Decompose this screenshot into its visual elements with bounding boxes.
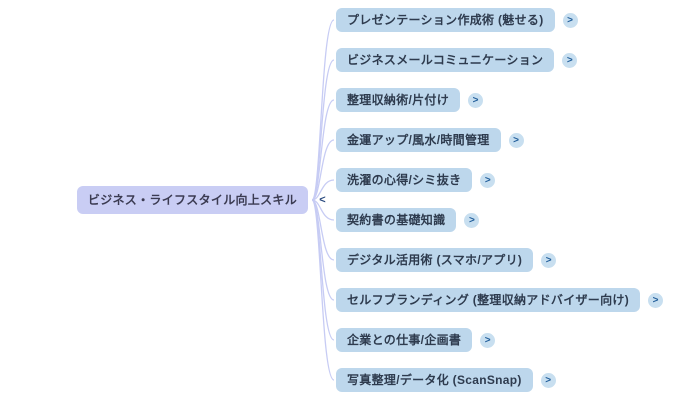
child-row: 企業との仕事/企画書 > xyxy=(336,328,496,352)
mindmap-child-node[interactable]: 金運アップ/風水/時間管理 xyxy=(336,128,501,152)
mindmap-child-node[interactable]: ビジネスメールコミュニケーション xyxy=(336,48,555,72)
mindmap-child-node[interactable]: 契約書の基礎知識 xyxy=(336,208,457,232)
link-curve xyxy=(311,59,335,201)
expand-toggle-icon[interactable]: > xyxy=(562,52,578,68)
link-curve xyxy=(311,199,335,381)
collapse-toggle-icon[interactable]: < xyxy=(319,194,326,206)
expand-toggle-icon[interactable]: > xyxy=(648,292,663,308)
link-curve xyxy=(311,199,335,301)
expand-toggle-icon[interactable]: > xyxy=(508,132,524,148)
child-row: デジタル活用術 (スマホ/アプリ) > xyxy=(336,248,557,272)
mindmap-child-node[interactable]: セルフブランディング (整理収納アドバイザー向け) xyxy=(336,288,640,312)
child-row: 写真整理/データ化 (ScanSnap) > xyxy=(336,368,556,392)
expand-toggle-icon[interactable]: > xyxy=(562,12,578,28)
expand-toggle-icon[interactable]: > xyxy=(480,332,496,348)
expand-toggle-icon[interactable]: > xyxy=(468,92,484,108)
child-row: セルフブランディング (整理収納アドバイザー向け) > xyxy=(336,288,663,312)
expand-toggle-icon[interactable]: > xyxy=(480,172,496,188)
expand-toggle-icon[interactable]: > xyxy=(540,372,556,388)
child-row: ビジネスメールコミュニケーション > xyxy=(336,48,578,72)
child-row: 契約書の基礎知識 > xyxy=(336,208,480,232)
child-row: 洗濯の心得/シミ抜き > xyxy=(336,168,496,192)
mindmap-child-node[interactable]: 写真整理/データ化 (ScanSnap) xyxy=(336,368,533,392)
link-curve xyxy=(311,199,335,341)
mindmap-child-node[interactable]: 企業との仕事/企画書 xyxy=(336,328,473,352)
mindmap-child-node[interactable]: デジタル活用術 (スマホ/アプリ) xyxy=(336,248,534,272)
mindmap-child-node[interactable]: 洗濯の心得/シミ抜き xyxy=(336,168,473,192)
link-curve xyxy=(311,19,335,201)
expand-toggle-icon[interactable]: > xyxy=(464,212,480,228)
expand-toggle-icon[interactable]: > xyxy=(541,252,557,268)
child-row: 金運アップ/風水/時間管理 > xyxy=(336,128,524,152)
child-row: プレゼンテーション作成術 (魅せる) > xyxy=(336,8,578,32)
root-row: ビジネス・ライフスタイル向上スキル < xyxy=(0,186,330,214)
child-row: 整理収納術/片付け > xyxy=(336,88,484,112)
mindmap-child-node[interactable]: 整理収納術/片付け xyxy=(336,88,461,112)
mindmap-child-node[interactable]: プレゼンテーション作成術 (魅せる) xyxy=(336,8,555,32)
link-curve xyxy=(311,99,335,201)
mindmap-root-node[interactable]: ビジネス・ライフスタイル向上スキル xyxy=(76,186,308,214)
